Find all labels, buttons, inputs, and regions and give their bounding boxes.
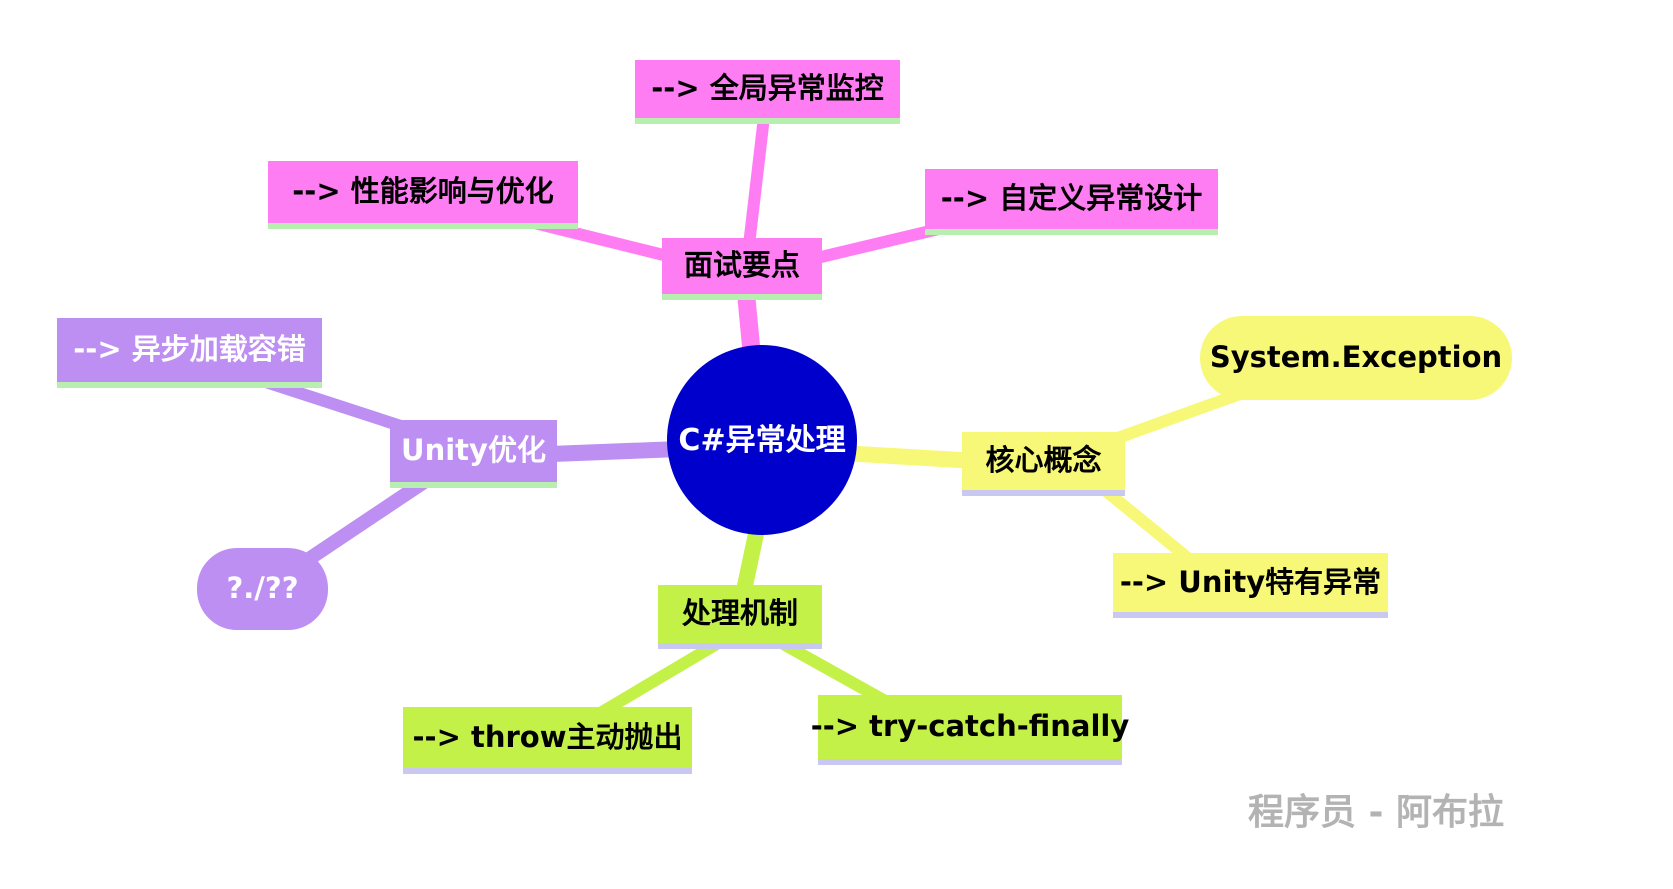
node-null-conditional-operators: ?./?? xyxy=(197,548,328,630)
node-unity-specific-exceptions: --> Unity特有异常 xyxy=(1113,553,1388,618)
node-interview-points: 面试要点 xyxy=(662,238,822,300)
node-custom-exception-design: --> 自定义异常设计 xyxy=(925,169,1218,235)
node-try-catch-finally: --> try-catch-finally xyxy=(811,695,1129,765)
node-async-loading-fault-tolerance: --> 异步加载容错 xyxy=(57,318,322,388)
node-handling-mechanism: 处理机制 xyxy=(658,585,822,649)
node-performance-impact-optimization: --> 性能影响与优化 xyxy=(268,161,578,229)
node-center-csharp-exception-handling: C#异常处理 xyxy=(667,345,857,535)
node-global-exception-monitoring: --> 全局异常监控 xyxy=(635,60,900,124)
node-core-concepts: 核心概念 xyxy=(962,432,1125,496)
node-system-exception: System.Exception xyxy=(1200,316,1512,400)
node-unity-optimization: Unity优化 xyxy=(390,420,557,488)
node-throw-actively: --> throw主动抛出 xyxy=(403,707,692,774)
edge-interview-global-monitoring xyxy=(741,94,772,268)
watermark-text: 程序员 - 阿布拉 xyxy=(1248,792,1505,833)
